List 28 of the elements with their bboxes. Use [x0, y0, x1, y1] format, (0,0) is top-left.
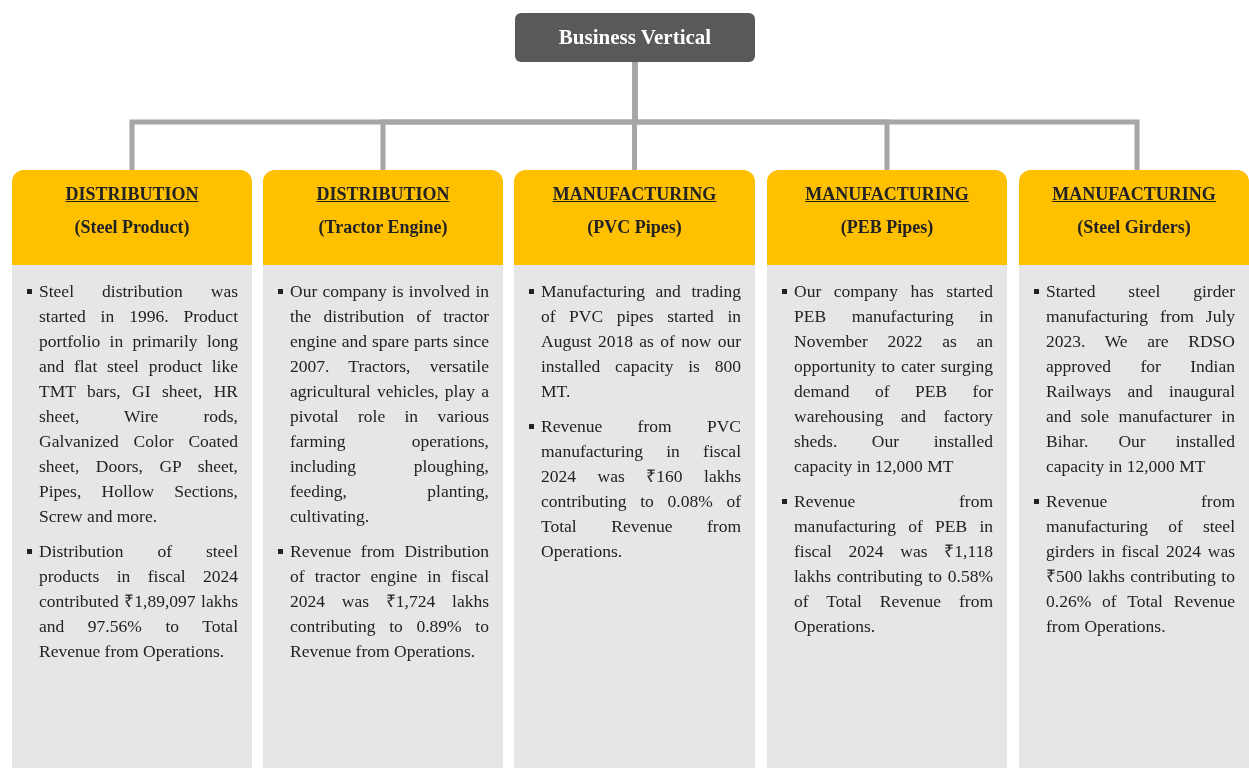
segment-heading: (PEB Pipes) — [840, 217, 934, 238]
column-card — [1019, 170, 1249, 768]
segment-heading: (Tractor Engine) — [318, 217, 448, 238]
column-card — [263, 170, 503, 768]
segment-heading: (Steel Girders) — [1077, 217, 1191, 238]
title-text: Business Vertical — [558, 25, 712, 50]
bullet-paragraph: Steel distribution was started in 1996. Product portfolio in primarily long and flat steel product like TMT bars, GI sheet, HR sheet, Wire rods, Galvanized Color Coated sheet, Doors, GP sheet, Pipes, Hollow Sections, Screw and more. — [39, 281, 238, 526]
column-card — [514, 170, 755, 768]
column-card — [12, 170, 252, 768]
bullet-paragraph: Revenue from manufacturing of steel girders in fiscal 2024 was ₹500 lakhs contributing to 0.26% of Total Revenue from Operations. — [1046, 491, 1235, 636]
bullet-paragraph: Distribution of steel products in fiscal 2024 contributed ₹1,89,097 lakhs and 97.56% to Total Revenue from Operations. — [39, 541, 238, 661]
category-heading: DISTRIBUTION — [65, 184, 199, 205]
bullet-paragraph: Revenue from PVC manufacturing in fiscal 2024 was ₹160 lakhs contributing to 0.08% of Total Revenue from Operations. — [541, 416, 741, 561]
bullet-paragraph: Revenue from manufacturing of PEB in fiscal 2024 was ₹1,118 lakhs contributing to 0.58% of Total Revenue from Operations. — [794, 491, 993, 636]
bullet-paragraph: Manufacturing and trading of PVC pipes started in August 2018 as of now our installed capacity is 800 MT. — [541, 281, 741, 401]
category-heading: DISTRIBUTION — [316, 184, 450, 205]
bullet-paragraph: Our company has started PEB manufacturing in November 2022 as an opportunity to cater surging demand of PEB for warehousing and factory sheds. Our installed capacity in 12,000 MT — [794, 281, 993, 476]
title-box — [515, 13, 755, 62]
category-heading: MANUFACTURING — [1052, 184, 1216, 205]
column-card — [767, 170, 1007, 768]
connector-line — [632, 62, 1140, 170]
bullet-paragraph: Our company is involved in the distribution of tractor engine and spare parts since 2007. Tractors, versatile agricultural vehicles, play a pivotal role in various farming operations, including ploughing, feeding, planting, cultivating. — [290, 281, 489, 526]
category-heading: MANUFACTURING — [805, 184, 969, 205]
category-heading: MANUFACTURING — [552, 184, 717, 205]
segment-heading: (Steel Product) — [74, 217, 190, 238]
segment-heading: (PVC Pipes) — [587, 217, 682, 238]
bullet-paragraph: Revenue from Distribution of tractor engine in fiscal 2024 was ₹1,724 lakhs contributing to 0.89% to Revenue from Operations. — [290, 541, 489, 661]
bullet-paragraph: Started steel girder manufacturing from July 2023. We are RDSO approved for Indian Railways and inaugural and sole manufacturer in Bihar. Our installed capacity in 12,000 MT — [1046, 281, 1235, 476]
